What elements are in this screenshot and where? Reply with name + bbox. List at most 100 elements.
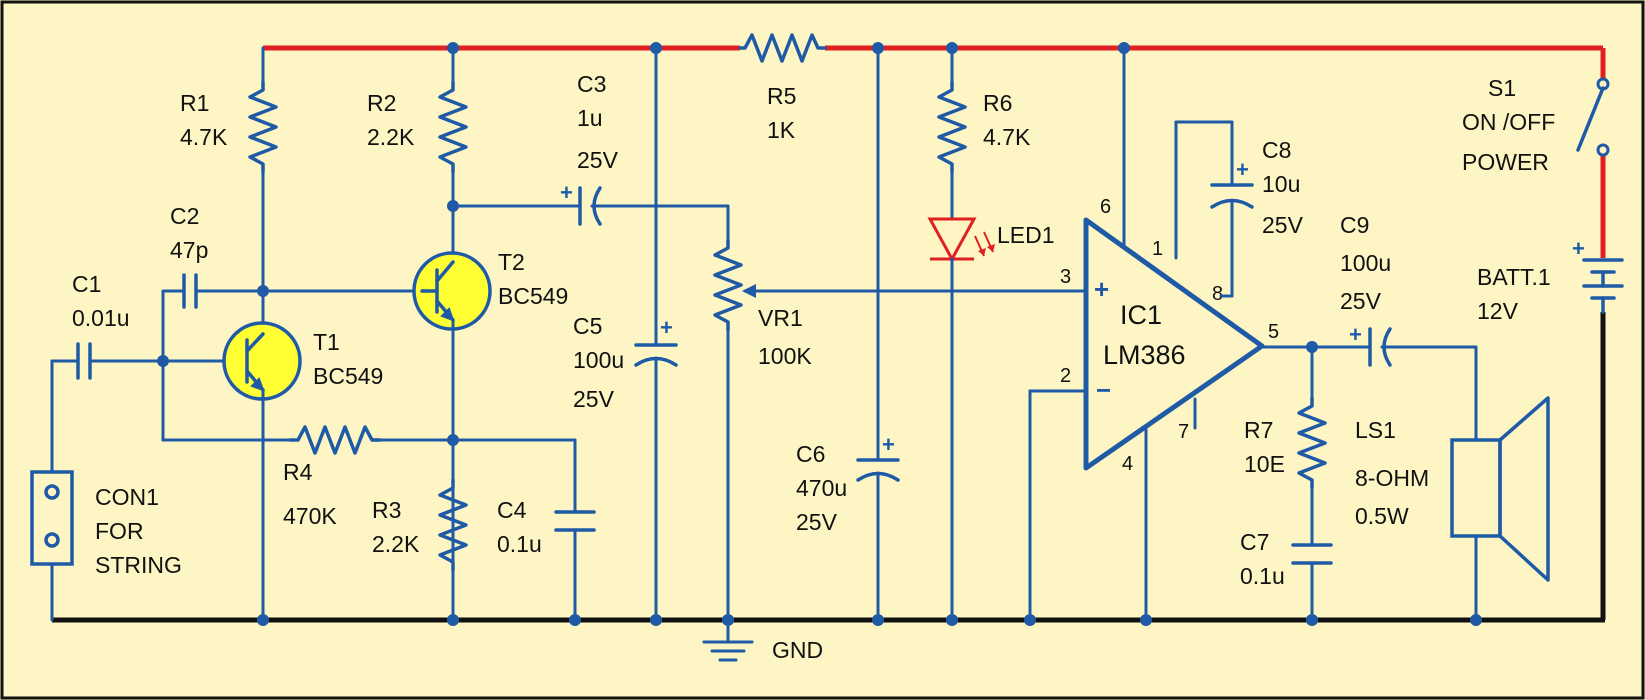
s1-ref-label: S1 — [1488, 75, 1516, 101]
r6-value-label: 4.7K — [983, 124, 1031, 150]
con1-label: CON1 — [95, 484, 159, 510]
junction-dot — [1140, 614, 1152, 626]
vr1-ref-label: VR1 — [758, 305, 803, 331]
led1-ref-label: LED1 — [997, 222, 1055, 248]
c6-voltage-label: 25V — [796, 509, 838, 535]
ic1-pin-3: 3 — [1060, 266, 1071, 288]
junction-dot — [447, 42, 459, 54]
ic1-minus-input-sign: − — [1096, 375, 1111, 405]
ic1-pin-7: 7 — [1178, 421, 1189, 443]
r7-ref-label: R7 — [1244, 417, 1273, 443]
c9-plus-sign: + — [1349, 322, 1362, 347]
c2-capacitor — [182, 273, 424, 309]
ic1-pin-4: 4 — [1122, 453, 1133, 475]
r2-value-label: 2.2K — [367, 124, 415, 150]
c6-plus-sign: + — [882, 432, 895, 457]
r2-resistor — [438, 80, 468, 174]
batt-ref-label: BATT.1 — [1477, 264, 1551, 290]
c7-ref-label: C7 — [1240, 529, 1269, 555]
c3-plus-sign: + — [560, 180, 573, 205]
c8-plus-sign: + — [1236, 157, 1249, 182]
r1-ref-label: R1 — [180, 90, 209, 116]
junction-dot — [257, 614, 269, 626]
s1-label-line2: POWER — [1462, 149, 1549, 175]
t1-ref-label: T1 — [313, 329, 340, 355]
r1-resistor — [248, 80, 278, 174]
ic1-pin-6: 6 — [1100, 196, 1111, 218]
junction-dot — [1024, 614, 1036, 626]
r4-resistor — [288, 425, 382, 455]
c7-capacitor — [1291, 543, 1333, 565]
c8-value-label: 10u — [1262, 171, 1300, 197]
ic1-pin-2: 2 — [1060, 365, 1071, 387]
junction-dot — [1118, 42, 1130, 54]
ic1-pin-1: 1 — [1152, 238, 1163, 260]
junction-dot — [650, 614, 662, 626]
c1-value-label: 0.01u — [72, 305, 130, 331]
r5-resistor — [738, 33, 827, 63]
c3-voltage-label: 25V — [577, 147, 619, 173]
con1-label-line2: STRING — [95, 552, 182, 578]
r3-resistor — [438, 478, 468, 572]
c8-voltage-label: 25V — [1262, 212, 1304, 238]
c1-ref-label: C1 — [72, 271, 101, 297]
r4-value-label: 470K — [283, 503, 337, 529]
t2-ref-label: T2 — [498, 249, 525, 275]
ls1-value-label: 8-OHM — [1355, 465, 1429, 491]
t1-value-label: BC549 — [313, 363, 383, 389]
c4-ref-label: C4 — [497, 497, 527, 523]
r6-resistor — [937, 80, 967, 174]
vr1-wiper-arrow — [742, 284, 756, 298]
ground-symbol — [702, 618, 754, 662]
battery-symbol — [1582, 258, 1624, 314]
c8-ref-label: C8 — [1262, 137, 1291, 163]
ic1-plus-input-sign: + — [1094, 274, 1109, 304]
c5-ref-label: C5 — [573, 313, 602, 339]
c5-voltage-label: 25V — [573, 386, 615, 412]
con1-connector — [30, 359, 80, 622]
junction-dot — [1470, 614, 1482, 626]
ic1-pin-8: 8 — [1212, 283, 1223, 305]
r5-ref-label: R5 — [767, 83, 796, 109]
ic1-ref-label: IC1 — [1120, 300, 1162, 330]
junction-dot — [872, 42, 884, 54]
ls1-ref-label: LS1 — [1355, 417, 1396, 443]
r3-ref-label: R3 — [372, 497, 401, 523]
battery-plus-sign: + — [1572, 236, 1585, 261]
r7-resistor — [1297, 396, 1327, 490]
junction-dot — [650, 42, 662, 54]
junction-dot — [946, 614, 958, 626]
r6-ref-label: R6 — [983, 90, 1012, 116]
c7-value-label: 0.1u — [1240, 563, 1285, 589]
junction-dot — [157, 355, 169, 367]
vr1-value-label: 100K — [758, 343, 812, 369]
c2-value-label: 47p — [170, 237, 208, 263]
c4-value-label: 0.1u — [497, 531, 542, 557]
r5-value-label: 1K — [767, 117, 796, 143]
batt-value-label: 12V — [1477, 298, 1519, 324]
r1-value-label: 4.7K — [180, 124, 228, 150]
c6-ref-label: C6 — [796, 441, 825, 467]
s1-switch — [1576, 77, 1610, 157]
c6-value-label: 470u — [796, 475, 847, 501]
c2-ref-label: C2 — [170, 203, 199, 229]
junction-dot — [257, 285, 269, 297]
c5-plus-sign: + — [660, 315, 673, 340]
ic1-value-label: LM386 — [1103, 340, 1186, 370]
c8-capacitor — [1210, 183, 1254, 209]
r2-ref-label: R2 — [367, 90, 396, 116]
junction-dot — [946, 42, 958, 54]
ic1-pin-5: 5 — [1268, 321, 1279, 343]
c9-voltage-label: 25V — [1340, 288, 1382, 314]
c9-ref-label: C9 — [1340, 212, 1369, 238]
junction-dot — [872, 614, 884, 626]
vr1-potentiometer — [713, 238, 743, 332]
ic1-amplifier — [1083, 217, 1265, 471]
junction-dot — [447, 614, 459, 626]
r4-ref-label: R4 — [283, 459, 313, 485]
t2-value-label: BC549 — [498, 283, 568, 309]
con1-label-line1: FOR — [95, 518, 144, 544]
t1-transistor — [222, 321, 302, 401]
s1-label-line1: ON /OFF — [1462, 109, 1555, 135]
junction-dot — [569, 614, 581, 626]
